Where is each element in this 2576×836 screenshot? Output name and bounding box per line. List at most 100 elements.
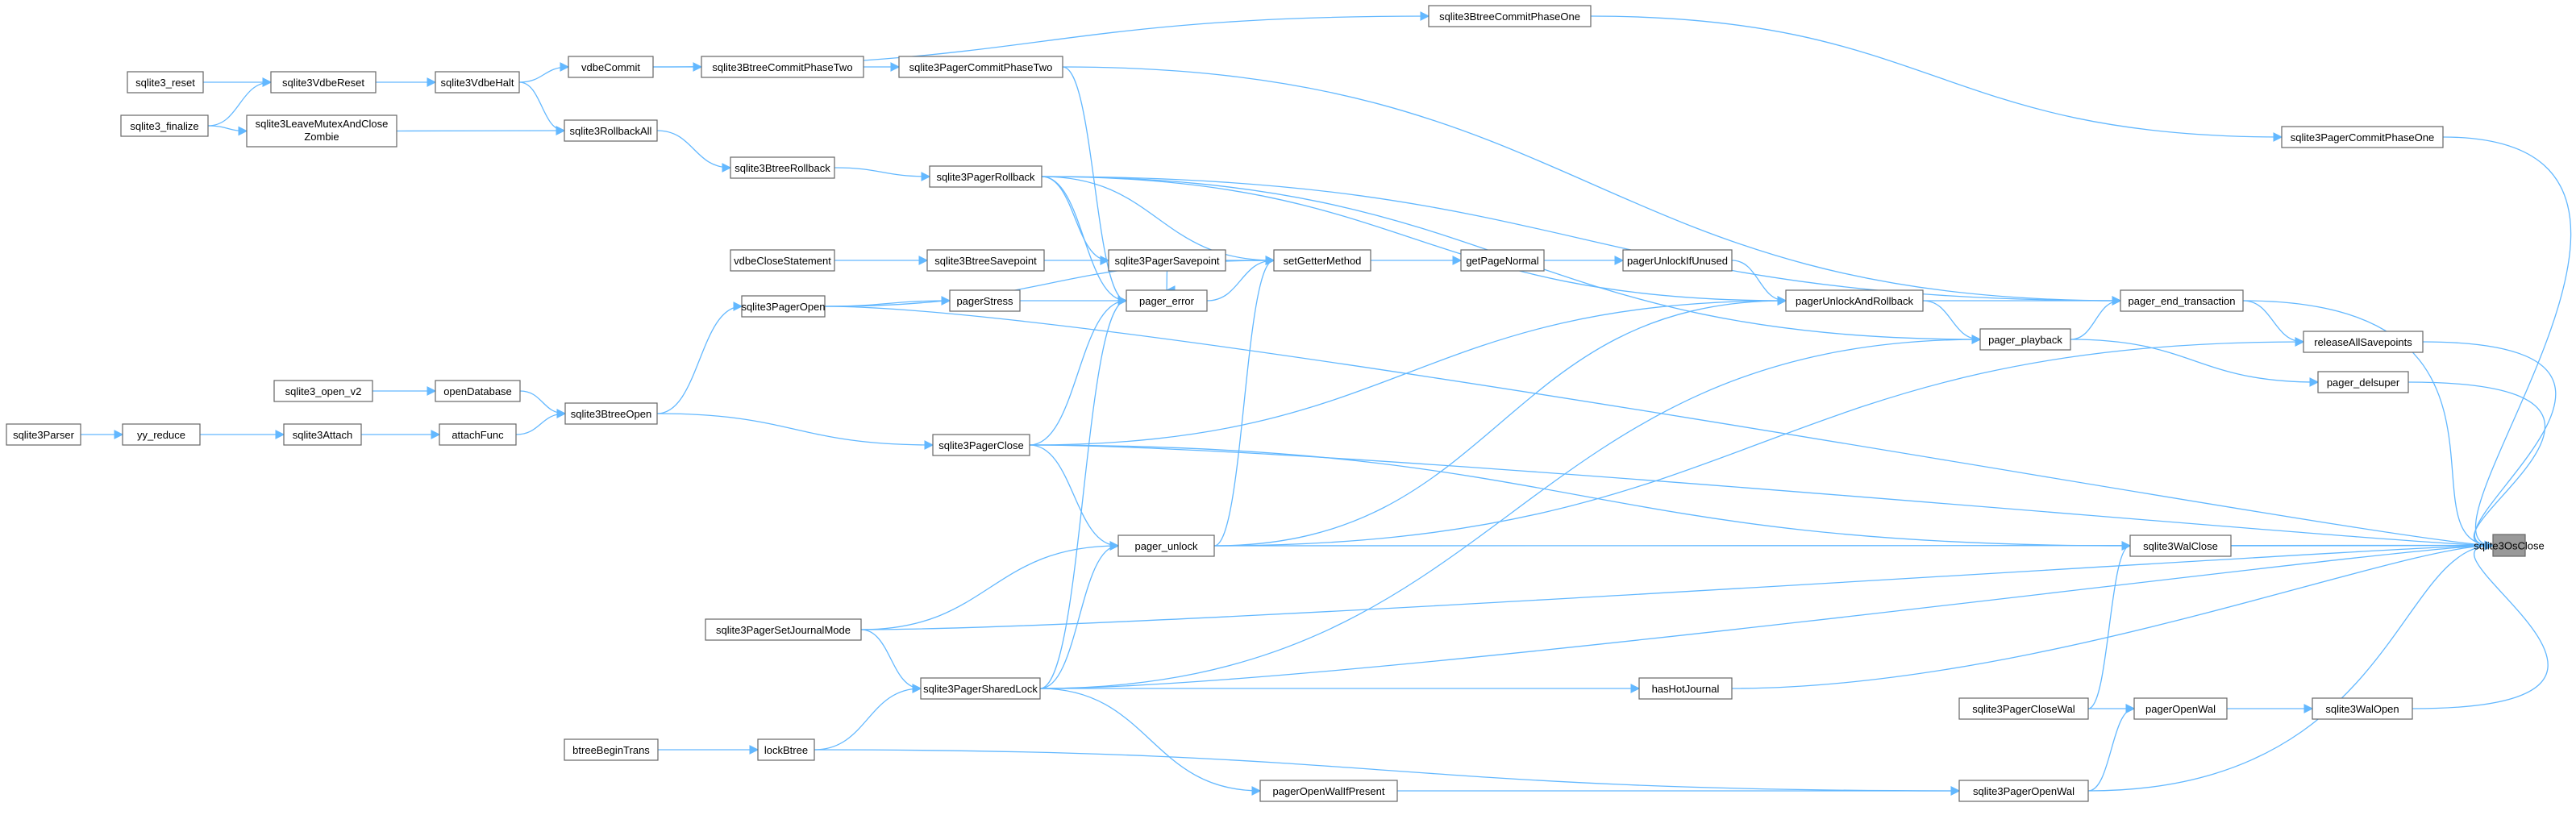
node-vdbeclosestatement[interactable]: vdbeCloseStatement (730, 249, 835, 272)
node-sqlite3pagerclose[interactable]: sqlite3PagerClose (932, 434, 1030, 456)
node-lockbtree[interactable]: lockBtree (757, 738, 815, 761)
node-label: sqlite3BtreeSavepoint (934, 255, 1037, 267)
node-label: pagerUnlockIfUnused (1627, 255, 1728, 267)
node-sqlite3pagercommitphaseone[interactable]: sqlite3PagerCommitPhaseOne (2281, 126, 2444, 148)
node-label: sqlite3BtreeCommitPhaseTwo (712, 61, 852, 73)
node-pagerunlockandrollback[interactable]: pagerUnlockAndRollback (1785, 289, 1924, 312)
node-sqlite3btreerollback[interactable]: sqlite3BtreeRollback (730, 156, 835, 179)
call-edge (814, 684, 922, 751)
node-pager-delsuper[interactable]: pager_delsuper (2317, 371, 2409, 393)
node-box (273, 380, 373, 402)
node-sqlite3pagerclosewal[interactable]: sqlite3PagerCloseWal (1958, 697, 2089, 720)
call-edge (1041, 176, 1110, 265)
node-box (1428, 5, 1592, 27)
node-sqlite3rollbackall[interactable]: sqlite3RollbackAll (564, 119, 658, 142)
node-sqlite3attach[interactable]: sqlite3Attach (283, 423, 362, 446)
node-pagerunlockifunused[interactable]: pagerUnlockIfUnused (1622, 249, 1733, 272)
call-edge (814, 749, 1961, 796)
node-box (920, 677, 1041, 700)
node-sqlite3vdbereset[interactable]: sqlite3VdbeReset (270, 71, 377, 94)
node-box (741, 295, 826, 318)
node-getpagenormal[interactable]: getPageNormal (1460, 249, 1545, 272)
node-sqlite3pagersetjournalmode[interactable]: sqlite3PagerSetJournalMode (705, 618, 862, 641)
node-label: sqlite3PagerClose (938, 439, 1024, 451)
node-label: sqlite3PagerCommitPhaseTwo (909, 61, 1053, 73)
node-label: sqlite3BtreeCommitPhaseOne (1439, 10, 1580, 23)
node-releaseallsavepoints[interactable]: releaseAllSavepoints (2303, 331, 2424, 353)
node-sqlite3pagersharedlock[interactable]: sqlite3PagerSharedLock (920, 677, 1041, 700)
node-label: sqlite3PagerSharedLock (923, 683, 1038, 695)
node-vdbecommit[interactable]: vdbeCommit (568, 56, 654, 78)
node-sqlite3btreesavepoint[interactable]: sqlite3BtreeSavepoint (926, 249, 1045, 272)
call-edge (515, 409, 567, 435)
node-label: sqlite3Attach (293, 429, 352, 441)
node-sqlite3btreecommitphasetwo[interactable]: sqlite3BtreeCommitPhaseTwo (701, 56, 864, 78)
call-edge (860, 541, 1120, 630)
node-opendatabase[interactable]: openDatabase (435, 380, 521, 402)
node-label: sqlite3_reset (135, 77, 195, 89)
node-sqlite3pageropenwal[interactable]: sqlite3PagerOpenWal (1958, 780, 2089, 802)
node-label: sqlite3WalOpen (2325, 703, 2399, 715)
node-sqlite3walopen[interactable]: sqlite3WalOpen (2312, 697, 2413, 720)
call-edge (2242, 300, 2495, 551)
node-label: lockBtree (764, 744, 808, 756)
edge-layer (81, 11, 2572, 796)
node-box (2133, 697, 2228, 720)
node-label: sqlite3BtreeRollback (735, 162, 830, 174)
node-box (122, 423, 201, 446)
node-box (2317, 371, 2409, 393)
node-box (730, 156, 835, 179)
node-btreebegintrans[interactable]: btreeBeginTrans (564, 738, 659, 761)
node-label: sqlite3PagerOpenWal (1973, 785, 2075, 797)
node-pager-unlock[interactable]: pager_unlock (1117, 534, 1215, 557)
node-pageropenwal[interactable]: pagerOpenWal (2133, 697, 2228, 720)
node-label: pagerUnlockAndRollback (1796, 295, 1913, 307)
node-label: sqlite3_open_v2 (285, 385, 362, 397)
node-sqlite3-open-v2[interactable]: sqlite3_open_v2 (273, 380, 373, 402)
call-edge (1039, 541, 1120, 689)
node-box (6, 423, 81, 446)
node-pager-playback[interactable]: pager_playback (1979, 328, 2071, 351)
node-pageropenwalifpresent[interactable]: pagerOpenWalIfPresent (1259, 780, 1398, 802)
node-hashotjournal[interactable]: hasHotJournal (1638, 677, 1733, 700)
node-pager-end-transaction[interactable]: pager_end_transaction (2120, 289, 2244, 312)
call-edge (1213, 337, 2305, 547)
node-sqlite3pagerrollback[interactable]: sqlite3PagerRollback (929, 165, 1042, 188)
node-sqlite3btreeopen[interactable]: sqlite3BtreeOpen (564, 402, 658, 425)
node-sqlite3vdbehalt[interactable]: sqlite3VdbeHalt (435, 71, 520, 94)
node-pager-error[interactable]: pager_error (1126, 289, 1208, 312)
call-edge (518, 81, 566, 135)
node-label: vdbeCloseStatement (734, 255, 831, 267)
node-box (1979, 328, 2071, 351)
node-yy-reduce[interactable]: yy_reduce (122, 423, 201, 446)
node-sqlite3pagercommitphasetwo[interactable]: sqlite3PagerCommitPhaseTwo (898, 56, 1063, 78)
node-label: pagerStress (956, 295, 1013, 307)
node-box (1460, 249, 1545, 272)
node-pagerstress[interactable]: pagerStress (949, 289, 1021, 312)
node-attachfunc[interactable]: attachFunc (439, 423, 517, 446)
node-label: sqlite3PagerCloseWal (1972, 703, 2075, 715)
node-sqlite3-reset[interactable]: sqlite3_reset (127, 71, 204, 94)
call-edge (2087, 540, 2495, 792)
node-sqlite3btreecommitphaseone[interactable]: sqlite3BtreeCommitPhaseOne (1428, 5, 1592, 27)
node-box (2120, 289, 2244, 312)
node-box (2303, 331, 2424, 353)
node-sqlite3-finalize[interactable]: sqlite3_finalize (120, 114, 209, 137)
node-label: getPageNormal (1466, 255, 1538, 267)
node-box (926, 249, 1045, 272)
node-sqlite3osclose[interactable]: sqlite3OsClose (2474, 534, 2545, 557)
call-edge (656, 413, 934, 450)
node-sqlite3walclose[interactable]: sqlite3WalClose (2129, 534, 2232, 557)
node-box (929, 165, 1042, 188)
node-box (270, 71, 377, 94)
node-sqlite3parser[interactable]: sqlite3Parser (6, 423, 81, 446)
node-sqlite3pagersavepoint[interactable]: sqlite3PagerSavepoint (1108, 249, 1226, 272)
call-edge (2070, 339, 2320, 387)
call-edge (1039, 296, 1128, 689)
node-sqlite3pageropen[interactable]: sqlite3PagerOpen (741, 295, 826, 318)
node-setgettermethod[interactable]: setGetterMethod (1273, 249, 1371, 272)
node-label: pager_playback (1988, 334, 2062, 346)
call-edge (1922, 300, 1982, 344)
